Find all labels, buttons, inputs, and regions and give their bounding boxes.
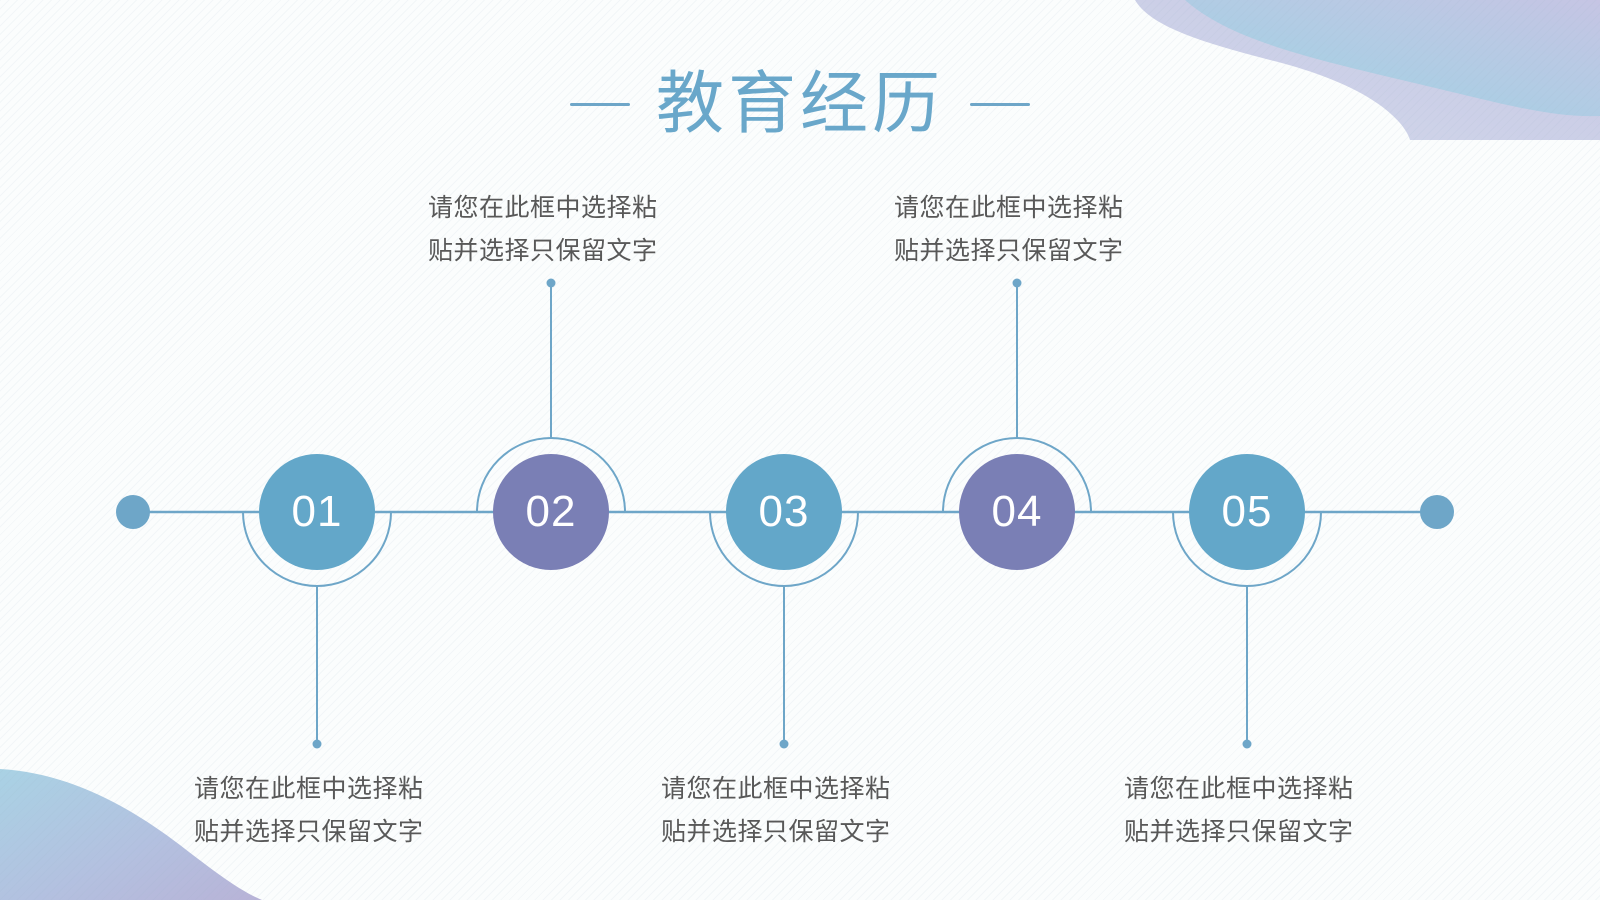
- node-caption-03: 请您在此框中选择粘贴并选择只保留文字: [661, 768, 921, 854]
- node-ring-arc: [709, 511, 859, 587]
- wave-shape-bottom-left: [0, 725, 330, 900]
- timeline-end-dot: [1420, 495, 1454, 529]
- timeline-node-03[interactable]: 03: [726, 454, 842, 570]
- caption-line-2: 贴并选择只保留文字: [428, 237, 658, 265]
- node-caption-04: 请您在此框中选择粘贴并选择只保留文字: [894, 187, 1154, 273]
- caption-line-1: 请您在此框中选择粘: [894, 194, 1124, 222]
- node-ring-arc: [476, 437, 626, 513]
- node-number: 05: [1221, 487, 1273, 536]
- timeline-node-04[interactable]: 04: [959, 454, 1075, 570]
- node-caption-01: 请您在此框中选择粘贴并选择只保留文字: [194, 768, 454, 854]
- node-caption-05: 请您在此框中选择粘贴并选择只保留文字: [1124, 768, 1384, 854]
- title-dash-right: [970, 102, 1030, 106]
- node-ring-arc: [942, 437, 1092, 513]
- wave-shape-top-right: [1080, 0, 1600, 140]
- caption-line-2: 贴并选择只保留文字: [894, 237, 1124, 265]
- node-stem-dot: [1242, 739, 1252, 749]
- caption-line-1: 请您在此框中选择粘: [661, 775, 891, 803]
- caption-line-2: 贴并选择只保留文字: [661, 818, 891, 846]
- node-stem-dot: [312, 739, 322, 749]
- timeline-node-02[interactable]: 02: [493, 454, 609, 570]
- node-caption-02: 请您在此框中选择粘贴并选择只保留文字: [428, 187, 688, 273]
- page-title: 教育经历: [655, 66, 944, 142]
- timeline-start-dot: [116, 495, 150, 529]
- timeline-node-05[interactable]: 05: [1189, 454, 1305, 570]
- node-stem-dot: [546, 278, 556, 288]
- node-stem-dot: [1012, 278, 1022, 288]
- page-title-block: 教育经历: [0, 68, 1600, 140]
- node-number: 01: [291, 487, 343, 536]
- caption-line-2: 贴并选择只保留文字: [194, 818, 424, 846]
- caption-line-1: 请您在此框中选择粘: [428, 194, 658, 222]
- node-ring-arc: [242, 511, 392, 587]
- node-stem-dot: [779, 739, 789, 749]
- caption-line-1: 请您在此框中选择粘: [194, 775, 424, 803]
- node-ring-arc: [1172, 511, 1322, 587]
- timeline-node-01[interactable]: 01: [259, 454, 375, 570]
- caption-line-2: 贴并选择只保留文字: [1124, 818, 1354, 846]
- node-number: 03: [758, 487, 810, 536]
- caption-line-1: 请您在此框中选择粘: [1124, 775, 1354, 803]
- title-dash-left: [569, 102, 630, 106]
- node-number: 02: [525, 487, 577, 536]
- node-number: 04: [991, 487, 1043, 536]
